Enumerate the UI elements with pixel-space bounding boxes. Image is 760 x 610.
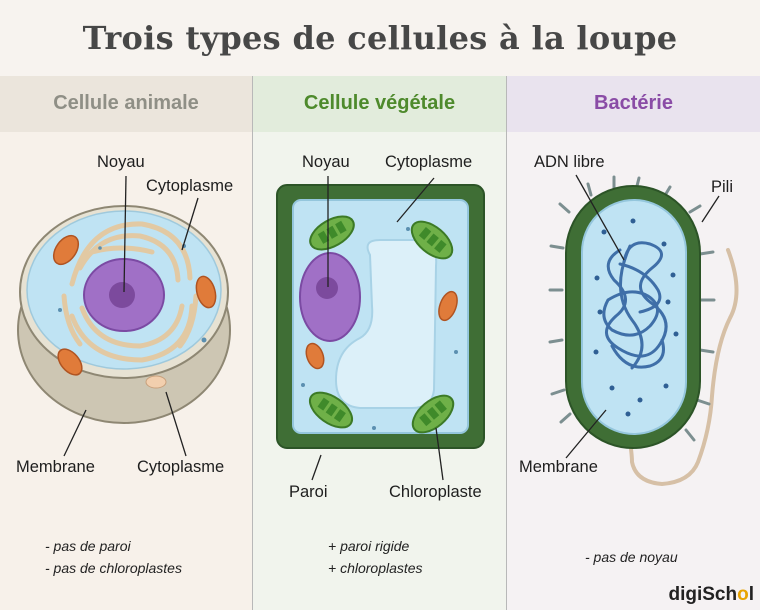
plant-notes: + paroi rigide + chloroplastes [328, 535, 423, 579]
bacteria-leader-lines [565, 174, 720, 459]
bacterium [548, 174, 739, 487]
plant-label-cytoplasme: Cytoplasme [385, 153, 473, 171]
animal-note-line: - pas de chloroplastes [45, 560, 182, 576]
animal-label-cytoplasme-top: Cytoplasme [146, 177, 234, 195]
bacteria-cytoplasm [581, 199, 687, 435]
bacteria-ribosomes [593, 218, 679, 417]
animal-mitochondria [52, 234, 217, 376]
animal-vesicle [145, 375, 167, 389]
plant-label-paroi: Paroi [289, 483, 328, 501]
animal-cell [17, 175, 231, 457]
bacteria-note-line: - pas de noyau [585, 549, 678, 565]
plant-granules [301, 227, 458, 430]
plant-note-line: + chloroplastes [328, 560, 423, 576]
bacteria-heading: Bactérie [507, 76, 760, 132]
plant-cell [276, 176, 485, 481]
animal-note-line: - pas de paroi [45, 538, 131, 554]
plant-chloroplasts [308, 215, 455, 434]
plant-label-noyau: Noyau [302, 153, 350, 171]
animal-label-noyau: Noyau [97, 153, 145, 171]
animal-notes: - pas de paroi - pas de chloroplastes [45, 535, 182, 579]
plant-leader-lines [311, 176, 444, 481]
animal-cell-heading: Cellule animale [0, 76, 252, 132]
animal-label-cytoplasme-bottom: Cytoplasme [137, 458, 225, 476]
endoplasmic-reticulum [61, 221, 199, 363]
animal-nucleolus [109, 282, 135, 308]
bacteria-dna [602, 241, 668, 370]
plant-label-chloroplaste: Chloroplaste [389, 483, 482, 501]
bacteria-label-adn: ADN libre [534, 153, 605, 171]
plant-vacuole [334, 239, 438, 409]
plant-nucleolus [316, 277, 338, 299]
bacteria-label-membrane: Membrane [519, 458, 598, 476]
plant-cell-heading: Cellule végétale [253, 76, 506, 132]
page-title: Trois types de cellules à la loupe [0, 0, 760, 76]
animal-label-membrane: Membrane [16, 458, 95, 476]
bacteria-label-pili: Pili [711, 178, 734, 196]
bacteria-notes: - pas de noyau [585, 546, 678, 568]
plant-note-line: + paroi rigide [328, 538, 410, 554]
digischool-logo: digiSchol [668, 584, 754, 605]
bacteria-flagellum [623, 248, 739, 487]
plant-mitochondria [305, 290, 458, 370]
animal-leader-lines [63, 175, 199, 457]
